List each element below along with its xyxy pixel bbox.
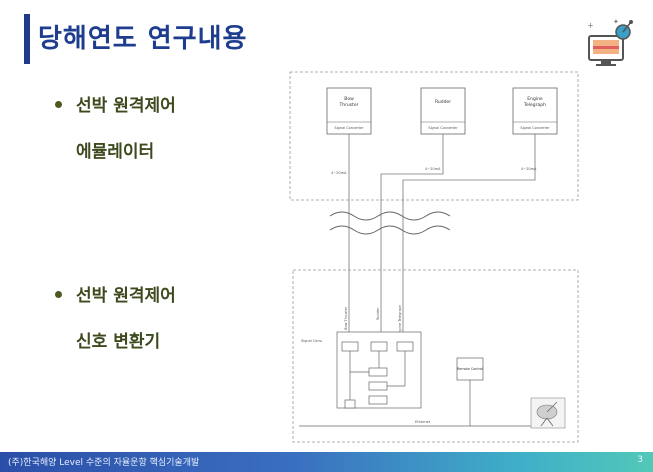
remote-control-label: Remote Control (457, 367, 483, 371)
signal-wires (348, 134, 536, 345)
remote-control-box: Remote Control (456, 357, 484, 426)
computer-satellite-icon: + ✦ (583, 18, 637, 68)
vertical-label-2: Rudder (376, 307, 380, 320)
wire-label-1: 4~20mA (331, 171, 347, 175)
system-diagram: Bow Thruster Signal Converter Rudder Sig… (289, 71, 579, 443)
footer-text: (주)한국해양 Level 수준의 자율운항 핵심기술개발 (8, 458, 200, 468)
bow-thruster-box: Bow Thruster Signal Converter (326, 87, 372, 135)
wire-label-2: 4~20mA (425, 167, 441, 171)
lower-dashed-region (292, 269, 579, 443)
bullet-1-line-1: 선박 원격제어 (76, 96, 176, 116)
page-title: 당해연도 연구내용 (38, 24, 248, 54)
bullet-item-2: 선박 원격제어 (55, 281, 176, 306)
bullet-dot (55, 100, 62, 108)
signal-converter-module (336, 331, 422, 409)
svg-text:✦: ✦ (613, 18, 619, 26)
bullet-item-2-line-2: 신호 변환기 (76, 327, 160, 352)
bullet-2-line-1: 선박 원격제어 (76, 286, 176, 306)
antenna-picture-icon (530, 397, 566, 429)
bow-thruster-label-2: Thruster (338, 102, 358, 108)
rudder-sub: Signal Converter (428, 126, 458, 130)
vertical-label-1: Bow Thruster (344, 306, 348, 330)
engine-telegraph-label-2: Telegraph (523, 102, 546, 108)
bow-thruster-sub: Signal Converter (334, 126, 364, 130)
rudder-label: Rudder (435, 99, 451, 105)
break-marks (329, 211, 451, 235)
bullet-1-line-2: 에뮬레이터 (76, 142, 155, 162)
bow-thruster-label-1: Bow (344, 96, 354, 102)
bullet-dot (55, 290, 62, 298)
rudder-box: Rudder Signal Converter (420, 87, 466, 135)
footer-bar: (주)한국해양 Level 수준의 자율운항 핵심기술개발 3 (0, 452, 653, 472)
wire-label-3: 4~20mA (521, 167, 537, 171)
bullet-item-1-line-2: 에뮬레이터 (76, 137, 154, 162)
ethernet-label: Ethernet (415, 420, 431, 424)
vertical-label-3: Engine Telegraph (398, 305, 402, 335)
engine-telegraph-label-1: Engine (527, 96, 543, 102)
engine-telegraph-sub: Signal Converter (520, 126, 550, 130)
page-number: 3 (637, 455, 643, 465)
bullet-item-1: 선박 원격제어 (55, 91, 176, 116)
bullet-2-line-2: 신호 변환기 (76, 332, 161, 352)
svg-text:+: + (587, 21, 594, 30)
engine-telegraph-box: Engine Telegraph Signal Converter (512, 87, 558, 135)
upper-dashed-region (289, 71, 579, 201)
title-accent-bar (24, 14, 30, 64)
signal-converter-label: Signal Conv. (301, 339, 323, 343)
